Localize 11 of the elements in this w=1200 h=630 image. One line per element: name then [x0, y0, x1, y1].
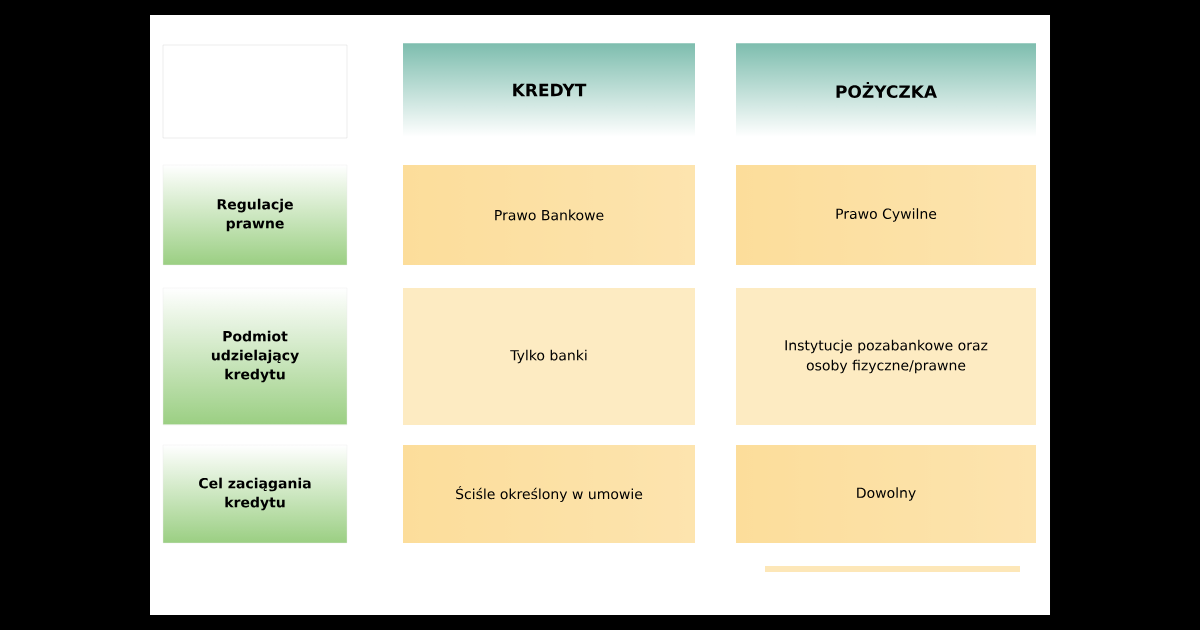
row-header: Regulacje prawne: [162, 164, 348, 266]
table-cell: Dowolny: [857, 487, 916, 501]
table-cell: Prawo Bankowe: [495, 209, 604, 221]
column-header: POŻYCZKA: [836, 81, 937, 98]
table-cell: Prawo Cywilne: [836, 208, 937, 222]
row-header: Podmiot udzielający kredytu: [162, 287, 348, 426]
column-header: KREDYT: [513, 83, 587, 97]
table-cell: Tylko banki: [403, 288, 695, 425]
table-cell: Instytucje pozabankowe oraz osoby fizyczne/prawne: [736, 288, 1036, 425]
table-cell: Ściśle określony w umowie: [456, 486, 643, 502]
row-header: Cel zaciągania kredytu: [162, 444, 348, 544]
